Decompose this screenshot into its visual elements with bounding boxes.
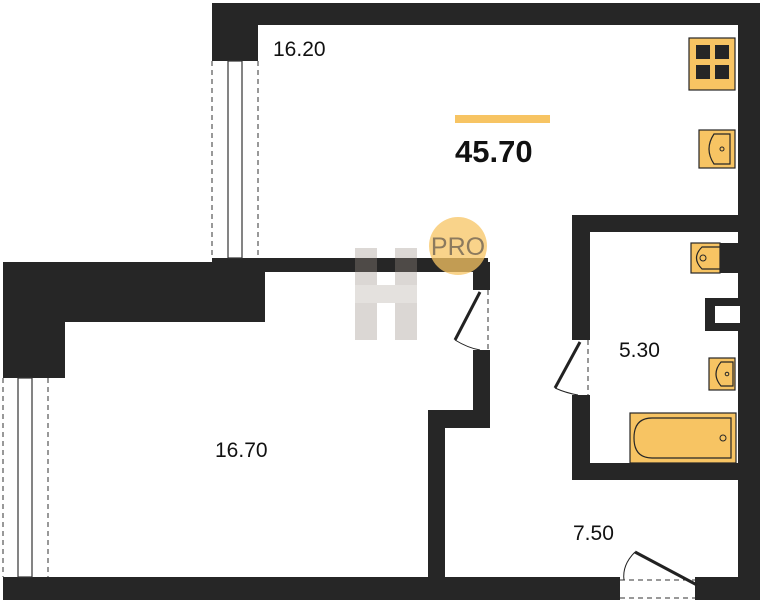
room-area-bedroom: 16.70 xyxy=(215,439,268,462)
kitchen-sink-icon xyxy=(698,129,736,169)
window-bottom-left xyxy=(2,377,49,578)
bathroom-sink-icon xyxy=(708,357,736,391)
pro-badge-text: PRO xyxy=(431,233,485,261)
total-area-accent-bar xyxy=(455,115,550,123)
bedroom-door[interactable] xyxy=(453,290,489,351)
bathtub-icon xyxy=(629,412,737,464)
toilet-icon xyxy=(690,242,721,274)
room-area-hallway: 7.50 xyxy=(573,522,614,545)
bathroom-door[interactable] xyxy=(553,340,589,396)
room-area-kitchen-living: 16.20 xyxy=(273,38,326,61)
total-area: 45.70 xyxy=(455,134,533,169)
stove-icon xyxy=(688,37,736,91)
h-logo-watermark xyxy=(355,248,417,340)
entrance-door[interactable] xyxy=(620,550,698,599)
walls xyxy=(3,3,760,600)
pro-badge: PRO xyxy=(429,217,487,275)
room-area-bathroom: 5.30 xyxy=(619,339,660,362)
window-top-left xyxy=(211,60,259,259)
